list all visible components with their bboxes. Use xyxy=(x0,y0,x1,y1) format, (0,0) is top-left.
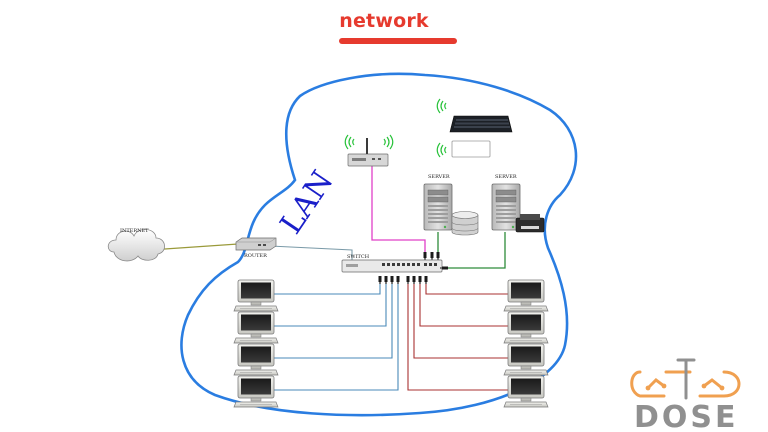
right-pc-links xyxy=(407,282,508,391)
pc-right-1 xyxy=(503,279,549,312)
line-internet-router xyxy=(149,243,239,251)
pc-left-1 xyxy=(233,279,279,312)
pc-left-2 xyxy=(233,311,279,344)
access-point-wifi-icon xyxy=(344,134,394,150)
dose-logo: DOSE xyxy=(630,358,741,432)
lan-cloud-boundary xyxy=(180,72,578,417)
switch-icon xyxy=(341,259,443,273)
database-icon xyxy=(451,211,479,236)
pc-left-3 xyxy=(233,343,279,376)
server1-icon xyxy=(423,183,453,231)
internet-label: INTERNET xyxy=(120,228,149,234)
pc-left-4 xyxy=(233,375,279,408)
pc-right-2 xyxy=(503,311,549,344)
wireless-device-icon xyxy=(451,140,491,158)
keyboard-wifi-icon xyxy=(436,98,447,114)
internet-cloud-icon xyxy=(107,229,165,262)
access-point-icon xyxy=(347,138,389,167)
line-access-point-switch xyxy=(371,165,426,256)
lan-label: LAN xyxy=(274,165,341,241)
line-router-switch xyxy=(269,245,353,260)
server2-label: SERVER xyxy=(495,174,517,180)
left-pc-links xyxy=(270,282,399,391)
switch-top-plugs xyxy=(423,252,440,260)
logo-text: DOSE xyxy=(634,400,739,432)
wireless-keyboard-icon xyxy=(449,115,513,133)
title-underline xyxy=(339,38,457,44)
server1-label: SERVER xyxy=(428,174,450,180)
router-icon xyxy=(235,237,277,251)
printer-icon xyxy=(515,214,545,233)
page-title: network xyxy=(339,10,429,32)
switch-label: SWITCH xyxy=(347,254,370,260)
device-wifi-icon xyxy=(436,142,447,158)
switch-bottom-plugs xyxy=(378,276,428,284)
router-label: ROUTER xyxy=(244,253,267,259)
pc-right-3 xyxy=(503,343,549,376)
pc-right-4 xyxy=(503,375,549,408)
line-server2-switch xyxy=(448,232,506,269)
